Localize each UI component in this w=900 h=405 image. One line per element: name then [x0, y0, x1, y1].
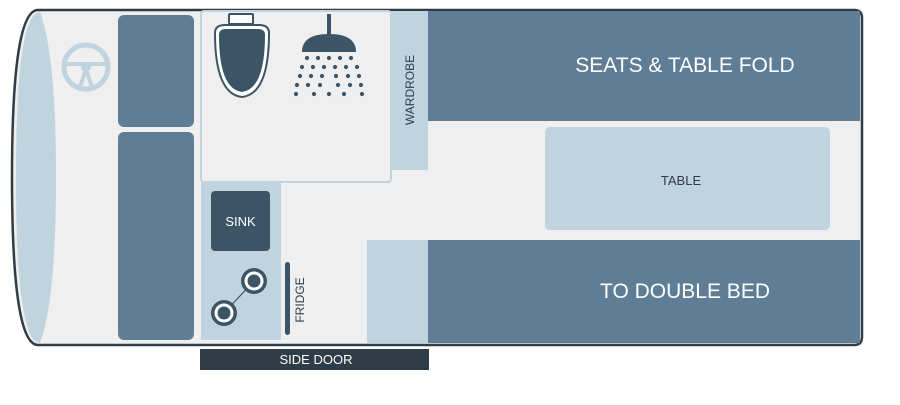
side-door [200, 349, 429, 370]
rear-seat-lower [428, 240, 860, 343]
seat-side-panel [367, 240, 428, 343]
shower-icon [293, 14, 365, 97]
rear-seat-upper [428, 11, 860, 121]
steering-wheel-icon [61, 42, 111, 92]
toilet-icon [213, 13, 271, 99]
sink-label: SINK [225, 214, 256, 229]
stove-burner-icon [211, 300, 237, 326]
table [545, 127, 830, 230]
cab-seat-driver [118, 15, 194, 127]
fridge-label: FRIDGE [293, 277, 307, 322]
table-label: TABLE [661, 173, 702, 188]
wardrobe-label: WARDROBE [403, 55, 417, 125]
bed-label: TO DOUBLE BED [600, 280, 770, 303]
side-door-label: SIDE DOOR [280, 352, 353, 367]
windscreen [16, 12, 56, 343]
seats-label: SEATS & TABLE FOLD [575, 54, 794, 77]
stove-burner-icon [241, 268, 267, 294]
sink [211, 191, 270, 251]
wardrobe [390, 11, 428, 170]
cab-seat-passenger [118, 132, 194, 340]
fridge-handle [285, 262, 290, 335]
